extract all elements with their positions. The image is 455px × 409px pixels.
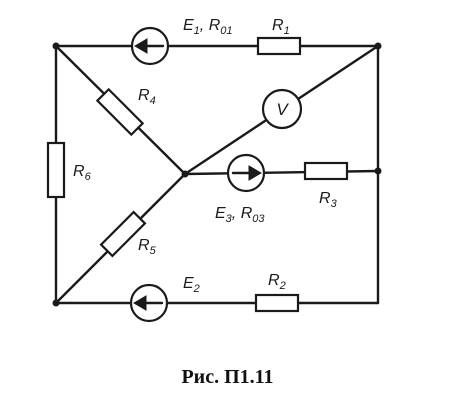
label-r1: R1 — [272, 17, 290, 37]
source-e2 — [129, 283, 169, 323]
label-r2: R2 — [268, 272, 286, 292]
label-e3-r03: E3, R03 — [215, 205, 265, 225]
resistor-r3 — [303, 161, 349, 181]
label-r4: R4 — [138, 87, 156, 107]
voltmeter-label: V — [276, 100, 289, 119]
source-e1 — [130, 26, 170, 66]
resistor-r5 — [99, 210, 147, 258]
label-r3: R3 — [319, 190, 338, 210]
label-r5: R5 — [138, 237, 157, 257]
resistor-r6 — [46, 141, 66, 199]
label-e2: E2 — [183, 275, 200, 295]
figure-caption: Рис. П1.11 — [181, 366, 274, 388]
right-arrow-icon — [248, 165, 262, 181]
node-top-left — [52, 42, 60, 50]
voltmeter: V — [261, 88, 303, 130]
resistor-r1 — [256, 36, 302, 56]
label-e1-r01: E1, R01 — [183, 17, 233, 37]
left-arrow-icon — [133, 295, 147, 311]
resistor-r4 — [95, 87, 145, 137]
node-right-mid — [374, 167, 382, 175]
wire-e3-branch — [183, 169, 380, 176]
resistor-r2 — [254, 293, 300, 313]
label-r6: R6 — [73, 163, 92, 183]
node-top-right — [374, 42, 382, 50]
node-bottom-left — [52, 299, 60, 307]
left-arrow-icon — [134, 38, 148, 54]
source-e3 — [226, 153, 266, 193]
node-center — [181, 170, 189, 178]
